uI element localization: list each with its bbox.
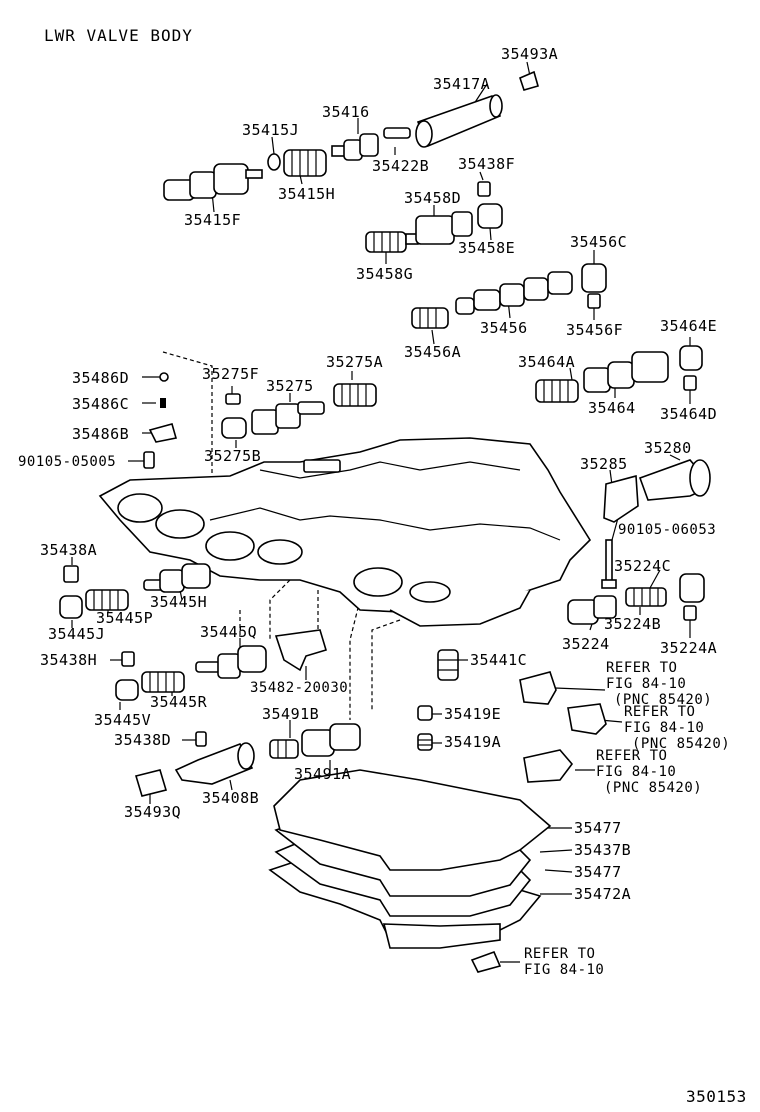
part-label-35445P: 35445P	[96, 609, 154, 627]
part-label-35491B: 35491B	[262, 705, 320, 723]
valve-35456-group	[411, 263, 607, 329]
filter-35441C	[417, 649, 459, 751]
refer-note-3-line1: REFER TO	[596, 748, 668, 764]
part-label-35275: 35275	[266, 377, 314, 395]
part-label-35464A: 35464A	[518, 353, 576, 371]
part-label-35445H: 35445H	[150, 593, 208, 611]
part-label-35419A: 35419A	[444, 733, 502, 751]
part-label-35445R: 35445R	[150, 693, 208, 711]
part-label-35408B: 35408B	[202, 789, 260, 807]
part-label-35464E: 35464E	[660, 317, 718, 335]
part-label-35438A: 35438A	[40, 541, 98, 559]
part-label-35458G: 35458G	[356, 265, 414, 283]
valve-35445-lower-group	[115, 629, 327, 701]
part-label-35441C: 35441C	[470, 651, 528, 669]
refer-note-3-line3: (PNC 85420)	[604, 780, 703, 796]
part-label-35445Q: 35445Q	[200, 623, 258, 641]
part-label-35275F: 35275F	[202, 365, 260, 383]
part-label-35482-20030: 35482-20030	[250, 680, 349, 696]
refer-note-2-line2: FIG 84-10	[624, 720, 705, 736]
part-label-35275B: 35275B	[204, 447, 262, 465]
part-label-35224A: 35224A	[660, 639, 718, 657]
refer-note-1: REFER TO FIG 84-10 (PNC 85420)	[606, 660, 712, 708]
part-label-35416: 35416	[322, 103, 370, 121]
part-label-35464: 35464	[588, 399, 636, 417]
part-label-35456C: 35456C	[570, 233, 628, 251]
part-label-35456A: 35456A	[404, 343, 462, 361]
part-label-35437B: 35437B	[574, 841, 632, 859]
valve-35464-group	[535, 345, 703, 403]
part-label-35458D: 35458D	[404, 189, 462, 207]
part-label-35438D: 35438D	[114, 731, 172, 749]
valve-35458-group	[365, 181, 503, 253]
part-label-35464D: 35464D	[660, 405, 718, 423]
solenoid-35280	[601, 459, 711, 589]
part-label-35419E: 35419E	[444, 705, 502, 723]
part-label-90105-06053: 90105-06053	[618, 522, 717, 538]
refer-note-1-line3: (PNC 85420)	[614, 692, 713, 708]
part-label-90105-05005: 90105-05005	[18, 454, 117, 470]
part-label-35486D: 35486D	[72, 369, 130, 387]
part-label-35285: 35285	[580, 455, 628, 473]
part-label-35493A: 35493A	[501, 45, 559, 63]
valve-35275-group	[143, 372, 377, 469]
refer-note-1-line1: REFER TO	[606, 660, 678, 676]
part-label-35445J: 35445J	[48, 625, 106, 643]
part-label-35224: 35224	[562, 635, 610, 653]
part-label-35280: 35280	[644, 439, 692, 457]
valve-35445-upper-group	[59, 563, 211, 619]
refer-note-4-line2: FIG 84-10	[524, 962, 605, 978]
part-label-35458E: 35458E	[458, 239, 516, 257]
part-label-35438F: 35438F	[458, 155, 516, 173]
solenoid-refs	[519, 671, 607, 783]
upper-valve-body-casting	[98, 437, 592, 627]
part-label-35417A: 35417A	[433, 75, 491, 93]
part-label-35491A: 35491A	[294, 765, 352, 783]
refer-note-2-line3: (PNC 85420)	[632, 736, 731, 752]
refer-note-3-line2: FIG 84-10	[596, 764, 677, 780]
refer-note-4-line1: REFER TO	[524, 946, 596, 962]
refer-note-2: REFER TO FIG 84-10 (PNC 85420)	[624, 704, 730, 752]
part-label-35415H: 35415H	[278, 185, 336, 203]
part-label-35493Q: 35493Q	[124, 803, 182, 821]
part-label-35415F: 35415F	[184, 211, 242, 229]
part-label-35224C: 35224C	[614, 557, 672, 575]
refer-note-1-line2: FIG 84-10	[606, 676, 687, 692]
valve-35224-group	[567, 573, 705, 625]
part-label-35486C: 35486C	[72, 395, 130, 413]
part-label-35472A: 35472A	[574, 885, 632, 903]
diagram-title: LWR VALVE BODY	[44, 26, 193, 45]
part-label-35422B: 35422B	[372, 157, 430, 175]
part-label-35486B: 35486B	[72, 425, 130, 443]
refer-note-2-line1: REFER TO	[624, 704, 696, 720]
part-label-35275A: 35275A	[326, 353, 384, 371]
refer-note-3: REFER TO FIG 84-10 (PNC 85420)	[596, 748, 702, 796]
separator-plate-stack	[268, 769, 552, 973]
valve-35415-group	[163, 70, 539, 201]
part-label-35445V: 35445V	[94, 711, 152, 729]
part-label-35456F: 35456F	[566, 321, 624, 339]
part-label-35477-lower: 35477	[574, 863, 622, 881]
part-label-35224B: 35224B	[604, 615, 662, 633]
valve-35408-group	[134, 723, 361, 797]
part-label-35415J: 35415J	[242, 121, 300, 139]
refer-note-4: REFER TO FIG 84-10	[524, 946, 604, 978]
figure-number: 350153	[686, 1087, 747, 1106]
part-label-35438H: 35438H	[40, 651, 98, 669]
part-label-35456: 35456	[480, 319, 528, 337]
part-label-35477-upper: 35477	[574, 819, 622, 837]
